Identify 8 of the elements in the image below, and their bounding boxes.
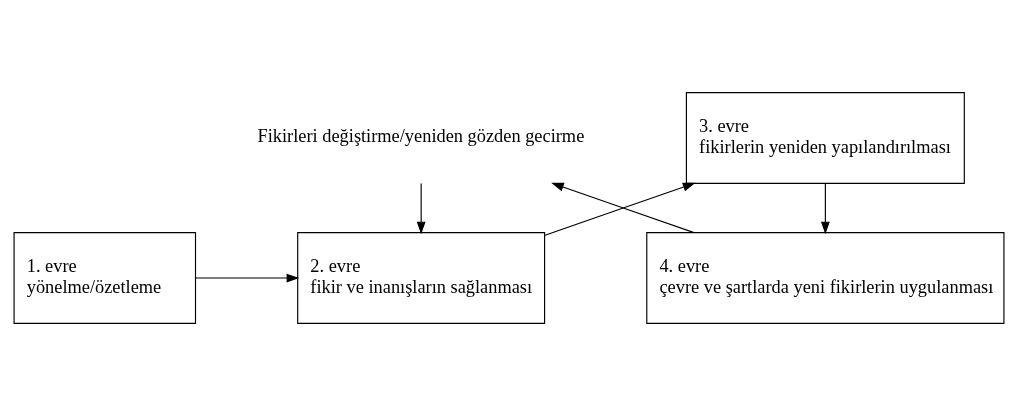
arrow: [416, 182, 426, 235]
arrow: [194, 273, 300, 283]
node-box: 2. evre fikir ve inanışların sağlanması: [297, 232, 546, 324]
arrow: [820, 182, 830, 235]
node-text: Fikirleri değiştirme/yeniden gözden gecirme: [257, 126, 585, 147]
node-box: 1. evre yönelme/özetleme: [13, 232, 197, 324]
node-box: 4. evre çevre ve şartlarda yeni fikirlerin uygulanması: [646, 232, 1005, 324]
node-box: 3. evre fikirlerin yeniden yapılandırılması: [685, 92, 965, 184]
